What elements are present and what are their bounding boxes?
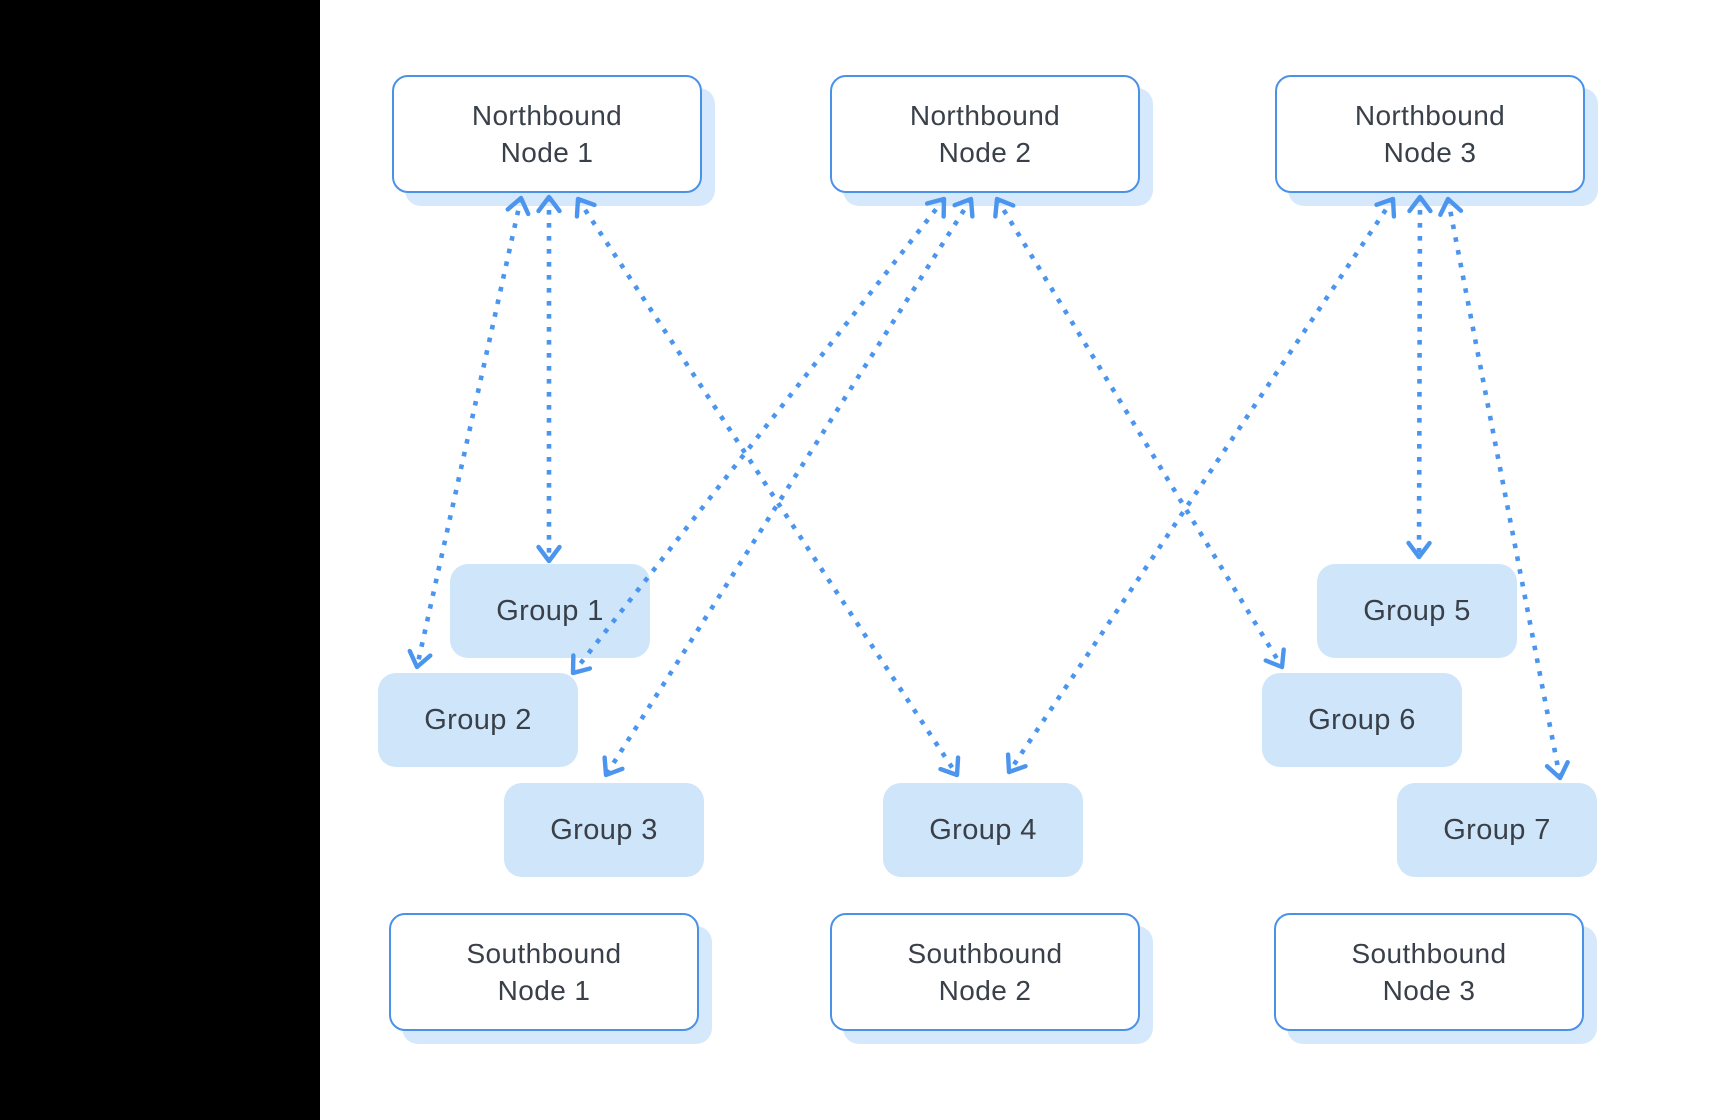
wire-northbound-node-2-to-group-3: [602, 196, 975, 778]
node-southbound-3-line1: Southbound: [1351, 938, 1507, 969]
node-group-1: Group 1: [450, 564, 650, 658]
group-6-label: Group 6: [1308, 703, 1416, 736]
node-northbound-3-line2: Node 3: [1383, 137, 1477, 168]
node-northbound-3-line1: Northbound: [1354, 100, 1506, 131]
node-southbound-1-line2: Node 1: [497, 975, 591, 1006]
node-southbound-2-line2: Node 2: [938, 975, 1032, 1006]
node-group-4: Group 4: [883, 783, 1083, 877]
node-northbound-2-line2: Node 2: [938, 137, 1032, 168]
node-southbound-1-line1: Southbound: [466, 938, 622, 969]
node-group-6: Group 6: [1262, 673, 1462, 767]
node-northbound-2: Northbound Node 2: [830, 75, 1140, 193]
node-group-2: Group 2: [378, 673, 578, 767]
node-northbound-3: Northbound Node 3: [1275, 75, 1585, 193]
wire-northbound-node-1-to-group-4: [574, 196, 961, 778]
node-northbound-1-line1: Northbound: [471, 100, 623, 131]
group-4-label: Group 4: [929, 813, 1037, 846]
group-7-label: Group 7: [1443, 813, 1551, 846]
node-northbound-1: Northbound Node 1: [392, 75, 702, 193]
node-southbound-2: Southbound Node 2: [830, 913, 1140, 1031]
node-southbound-2-line1: Southbound: [907, 938, 1063, 969]
group-2-label: Group 2: [424, 703, 532, 736]
wire-northbound-node-2-to-group-6: [993, 196, 1286, 670]
node-northbound-1-line2: Node 1: [500, 137, 594, 168]
node-group-7: Group 7: [1397, 783, 1597, 877]
group-3-label: Group 3: [550, 813, 658, 846]
wire-northbound-node-3-to-group-7: [1438, 196, 1570, 781]
wire-northbound-node-3-to-group-5: [1406, 194, 1433, 560]
node-group-5: Group 5: [1317, 564, 1517, 658]
node-group-3: Group 3: [504, 783, 704, 877]
group-1-label: Group 1: [496, 594, 604, 627]
left-black-panel: [0, 0, 320, 1120]
node-southbound-3-line2: Node 3: [1382, 975, 1476, 1006]
node-southbound-1: Southbound Node 1: [389, 913, 699, 1031]
node-northbound-2-line1: Northbound: [909, 100, 1061, 131]
group-5-label: Group 5: [1363, 594, 1471, 627]
node-southbound-3: Southbound Node 3: [1274, 913, 1584, 1031]
